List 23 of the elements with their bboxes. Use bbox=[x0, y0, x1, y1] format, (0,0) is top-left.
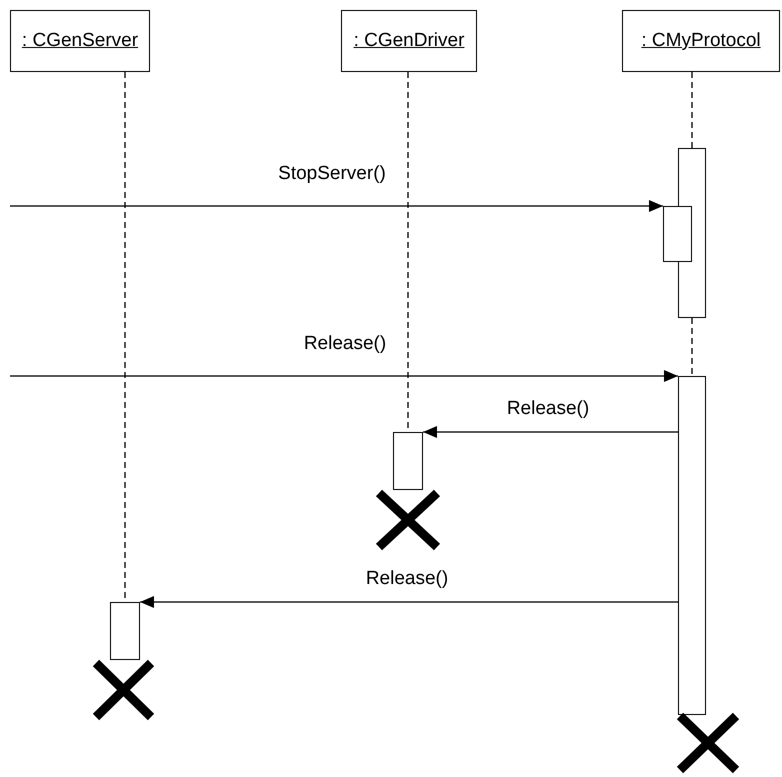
message-arrow bbox=[140, 596, 678, 608]
destroy-cross bbox=[674, 710, 742, 776]
destroy-cross bbox=[90, 657, 157, 723]
edge-label: Release() bbox=[506, 398, 590, 420]
activation-bar bbox=[110, 602, 140, 660]
activation-bar bbox=[393, 432, 423, 490]
object-label: : CMyProtocol bbox=[641, 30, 761, 52]
object-box bbox=[341, 10, 477, 72]
activation-bar bbox=[663, 206, 692, 262]
destroy-cross bbox=[373, 487, 443, 553]
activation-bar bbox=[678, 376, 706, 715]
message-arrow bbox=[10, 200, 663, 212]
edge-label: StopServer() bbox=[277, 163, 387, 185]
message-arrow bbox=[423, 426, 678, 438]
lifeline bbox=[691, 318, 693, 376]
object-box bbox=[10, 10, 150, 72]
edge-label: Release() bbox=[302, 333, 388, 355]
edge-label: Release() bbox=[364, 568, 450, 590]
lifeline bbox=[691, 72, 693, 148]
object-box bbox=[622, 10, 780, 72]
object-label: : CGenServer bbox=[22, 30, 138, 52]
object-label: : CGenDriver bbox=[354, 30, 464, 52]
message-arrow bbox=[10, 370, 678, 382]
